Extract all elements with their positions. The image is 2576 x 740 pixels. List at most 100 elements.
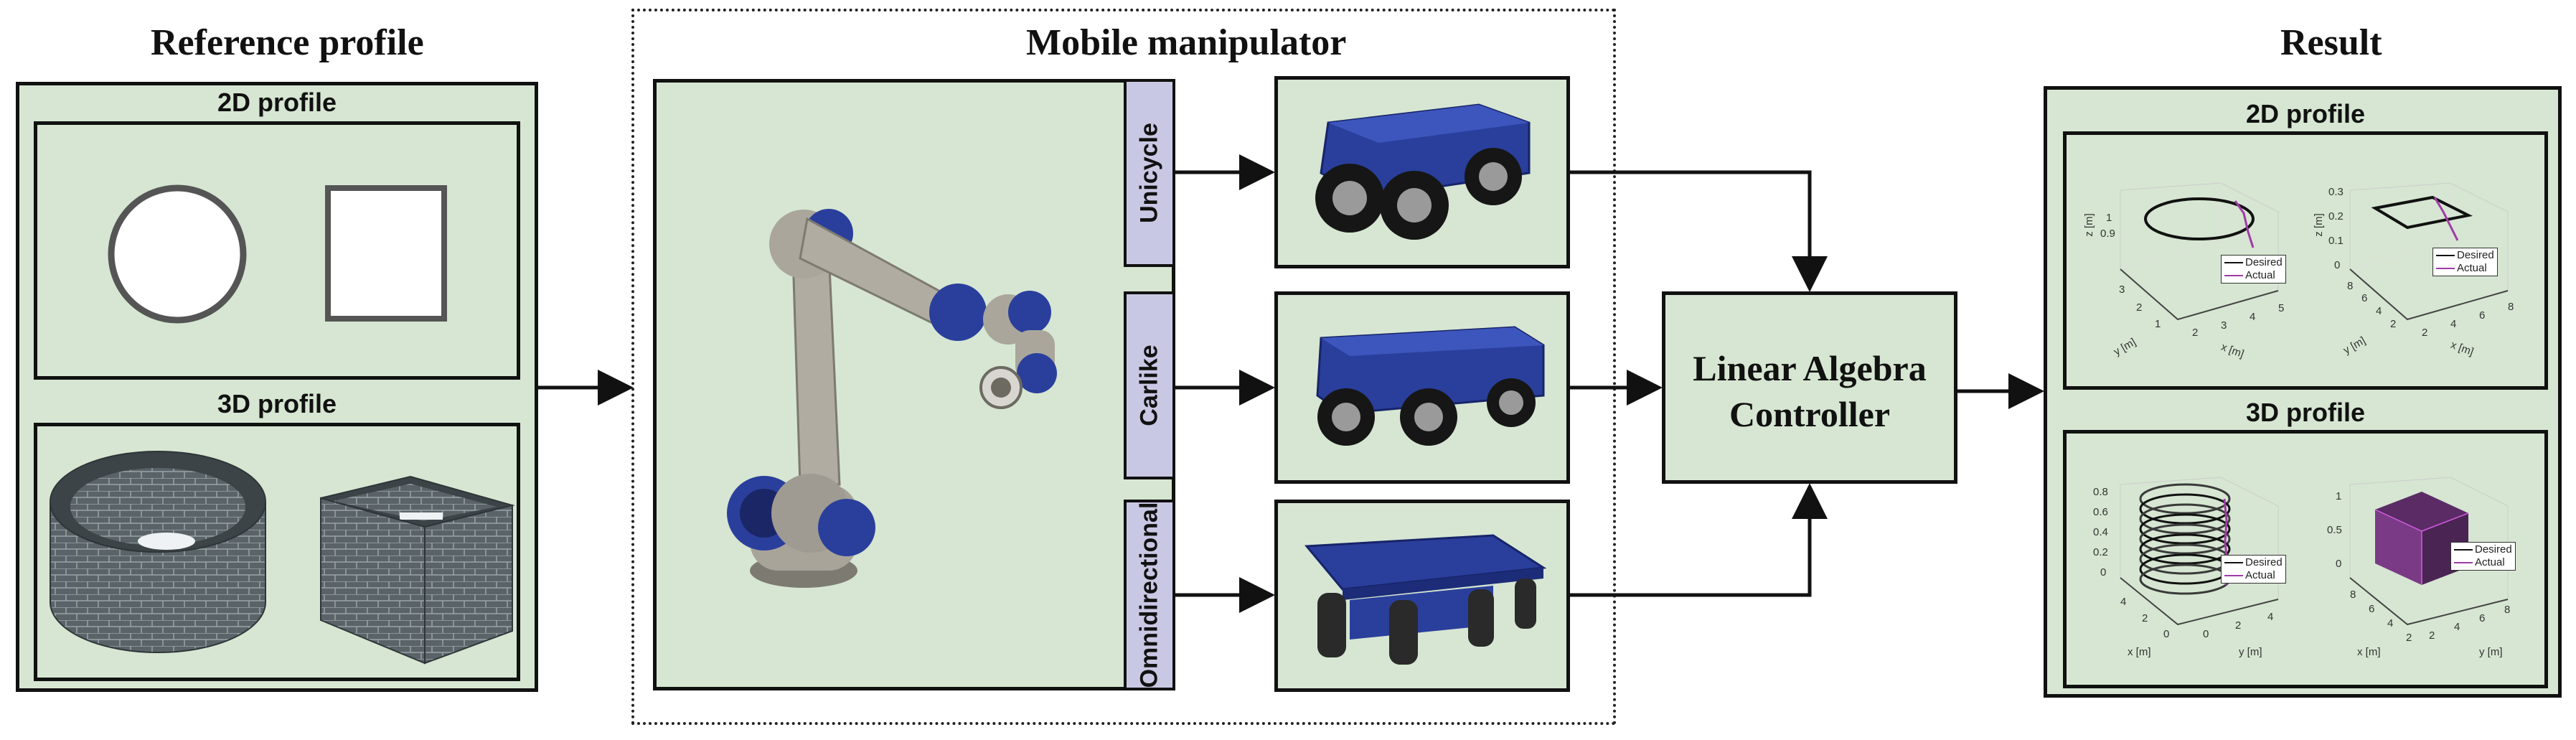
controller-label: Linear Algebra Controller — [1665, 345, 1954, 437]
plot4-legend-desired: Desired — [2475, 543, 2512, 556]
plot3-ztick-4: 0 — [2100, 566, 2107, 579]
reference-profile-panel: 2D profile 3D profile — [16, 82, 538, 692]
omnidirectional-robot-illustration — [1304, 534, 1547, 665]
plot2-xtick-0: 2 — [2422, 327, 2428, 339]
plot1-ytick-0: 3 — [2119, 284, 2125, 296]
plot2-ytick-3: 2 — [2390, 318, 2397, 330]
plot3-legend: Desired Actual — [2221, 555, 2286, 584]
plot1-ytick-2: 1 — [2155, 318, 2161, 330]
plot2-xtick-2: 6 — [2479, 309, 2486, 322]
reference-3d-label: 3D profile — [217, 389, 337, 418]
result-title: Result — [2280, 22, 2382, 63]
plot3-legend-actual: Actual — [2245, 569, 2275, 581]
plot3-ztick-1: 0.6 — [2093, 506, 2108, 518]
plot1-ytick-1: 2 — [2136, 301, 2143, 314]
result-2d-label: 2D profile — [2245, 99, 2366, 128]
result-plot-2d-circle: z [m] 1 0.9 3 2 1 y [m] 2 3 4 5 x [m] De… — [2077, 169, 2300, 377]
plot4-legend-actual: Actual — [2475, 556, 2505, 568]
tab-unicycle: Unicycle — [1124, 79, 1175, 267]
plot2-ztick-3: 0 — [2334, 259, 2341, 271]
controller-line1: Linear Algebra — [1693, 348, 1927, 388]
plot2-ztick-2: 0.1 — [2328, 235, 2344, 247]
helix-ring — [2139, 483, 2231, 515]
plot3-ytick-1: 2 — [2142, 612, 2148, 624]
plot3-xtick-0: 0 — [2203, 628, 2209, 640]
plot2-ytick-0: 8 — [2347, 280, 2354, 292]
plot4-ztick-1: 0.5 — [2327, 524, 2342, 536]
helix-ring — [2139, 493, 2231, 525]
tab-unicycle-label: Unicycle — [1135, 123, 1163, 223]
helix-ring — [2139, 513, 2231, 545]
plot4-ytick-0: 8 — [2350, 589, 2356, 601]
plot3-ytick-2: 0 — [2163, 628, 2170, 640]
plot4-legend: Desired Actual — [2450, 542, 2516, 571]
plot4-xtick-2: 6 — [2479, 612, 2486, 624]
helix-ring — [2139, 503, 2231, 535]
reference-3d-panel: 3D profile — [34, 389, 520, 681]
plot2-legend-actual: Actual — [2457, 262, 2487, 274]
helix-ring — [2139, 533, 2231, 565]
tab-omnidirectional-label: Omnidirectional — [1135, 502, 1163, 688]
plot3-legend-desired: Desired — [2245, 556, 2283, 568]
plot2-xtick-3: 8 — [2508, 301, 2514, 313]
plot2-xtick-1: 4 — [2450, 318, 2457, 330]
carlike-base-panel — [1274, 291, 1570, 484]
plot1-ztick-0: 1 — [2106, 212, 2112, 224]
plot3-ytick-0: 4 — [2120, 596, 2127, 608]
mobile-manipulator-group — [631, 9, 1616, 725]
plot2-legend: Desired Actual — [2432, 248, 2498, 276]
tab-carlike-label: Carlike — [1135, 345, 1163, 426]
plot3-ztick-2: 0.4 — [2093, 526, 2108, 538]
unicycle-robot-illustration — [1315, 103, 1531, 240]
mobile-manipulator-title: Mobile manipulator — [1026, 22, 1347, 63]
manipulator-arm-panel — [653, 79, 1175, 690]
plot2-ytick-2: 4 — [2376, 305, 2382, 317]
plot4-ytick-1: 6 — [2369, 603, 2375, 615]
tab-carlike: Carlike — [1124, 291, 1175, 479]
controller-line2: Controller — [1729, 394, 1891, 434]
omnidirectional-base-panel — [1274, 500, 1570, 692]
plot3-xtick-1: 2 — [2235, 619, 2242, 632]
plot2-ytick-1: 6 — [2361, 292, 2368, 304]
plot2-ztick-0: 0.3 — [2328, 186, 2344, 198]
reference-2d-panel: 2D profile — [34, 88, 520, 380]
result-plot-3d-helix: 0.8 0.6 0.4 0.2 0 4 2 0 x [m] 0 2 4 y [m… — [2077, 470, 2300, 678]
carlike-robot-illustration — [1316, 326, 1545, 446]
plot1-xtick-1: 3 — [2221, 319, 2227, 332]
robot-arm-illustration — [727, 209, 1057, 588]
plot1-legend-actual: Actual — [2245, 269, 2275, 281]
unicycle-base-panel — [1274, 76, 1570, 268]
result-panel: 2D profile 3D profile — [2044, 86, 2562, 698]
tab-omnidirectional: Omnidirectional — [1124, 500, 1175, 690]
plot3-xtick-2: 4 — [2267, 611, 2274, 623]
plot4-ytick-2: 4 — [2387, 617, 2394, 629]
plot3-ztick-3: 0.2 — [2093, 546, 2108, 558]
plot4-ztick-2: 0 — [2336, 558, 2342, 570]
reference-profile-title: Reference profile — [151, 22, 424, 63]
plot3-xlabel: x [m] — [2128, 646, 2151, 658]
plot4-ylabel: y [m] — [2479, 646, 2503, 658]
helix-ring — [2139, 523, 2231, 555]
plot3-ztick-0: 0.8 — [2093, 486, 2108, 498]
reference-3d-shapes — [50, 451, 515, 665]
plot4-ytick-3: 2 — [2406, 632, 2412, 644]
plot4-xtick-0: 2 — [2429, 629, 2435, 642]
plot1-legend: Desired Actual — [2221, 255, 2286, 284]
plot1-ztick-1: 0.9 — [2100, 228, 2115, 240]
plot1-xtick-2: 4 — [2250, 311, 2256, 323]
plot1-legend-desired: Desired — [2245, 256, 2283, 268]
plot4-xtick-1: 4 — [2454, 621, 2460, 633]
plot4-xlabel: x [m] — [2357, 646, 2381, 658]
reference-2d-shapes — [108, 184, 447, 324]
plot2-zlabel: z [m] — [2312, 213, 2325, 237]
plot1-xtick-0: 2 — [2192, 327, 2199, 339]
plot4-xtick-3: 8 — [2504, 604, 2511, 616]
plot4-ztick-0: 1 — [2336, 490, 2342, 502]
result-3d-label: 3D profile — [2245, 398, 2366, 427]
controller-box: Linear Algebra Controller — [1662, 291, 1957, 484]
result-plot-3d-cube: 1 0.5 0 8 6 4 2 x [m] 2 4 6 8 y [m] Desi… — [2307, 470, 2529, 678]
result-plot-2d-square: z [m] 0.3 0.2 0.1 0 8 6 4 2 y [m] 2 4 6 … — [2307, 169, 2529, 377]
plot1-xtick-3: 5 — [2278, 302, 2285, 314]
plot1-zlabel: z [m] — [2082, 213, 2095, 237]
plot2-legend-desired: Desired — [2457, 249, 2494, 261]
